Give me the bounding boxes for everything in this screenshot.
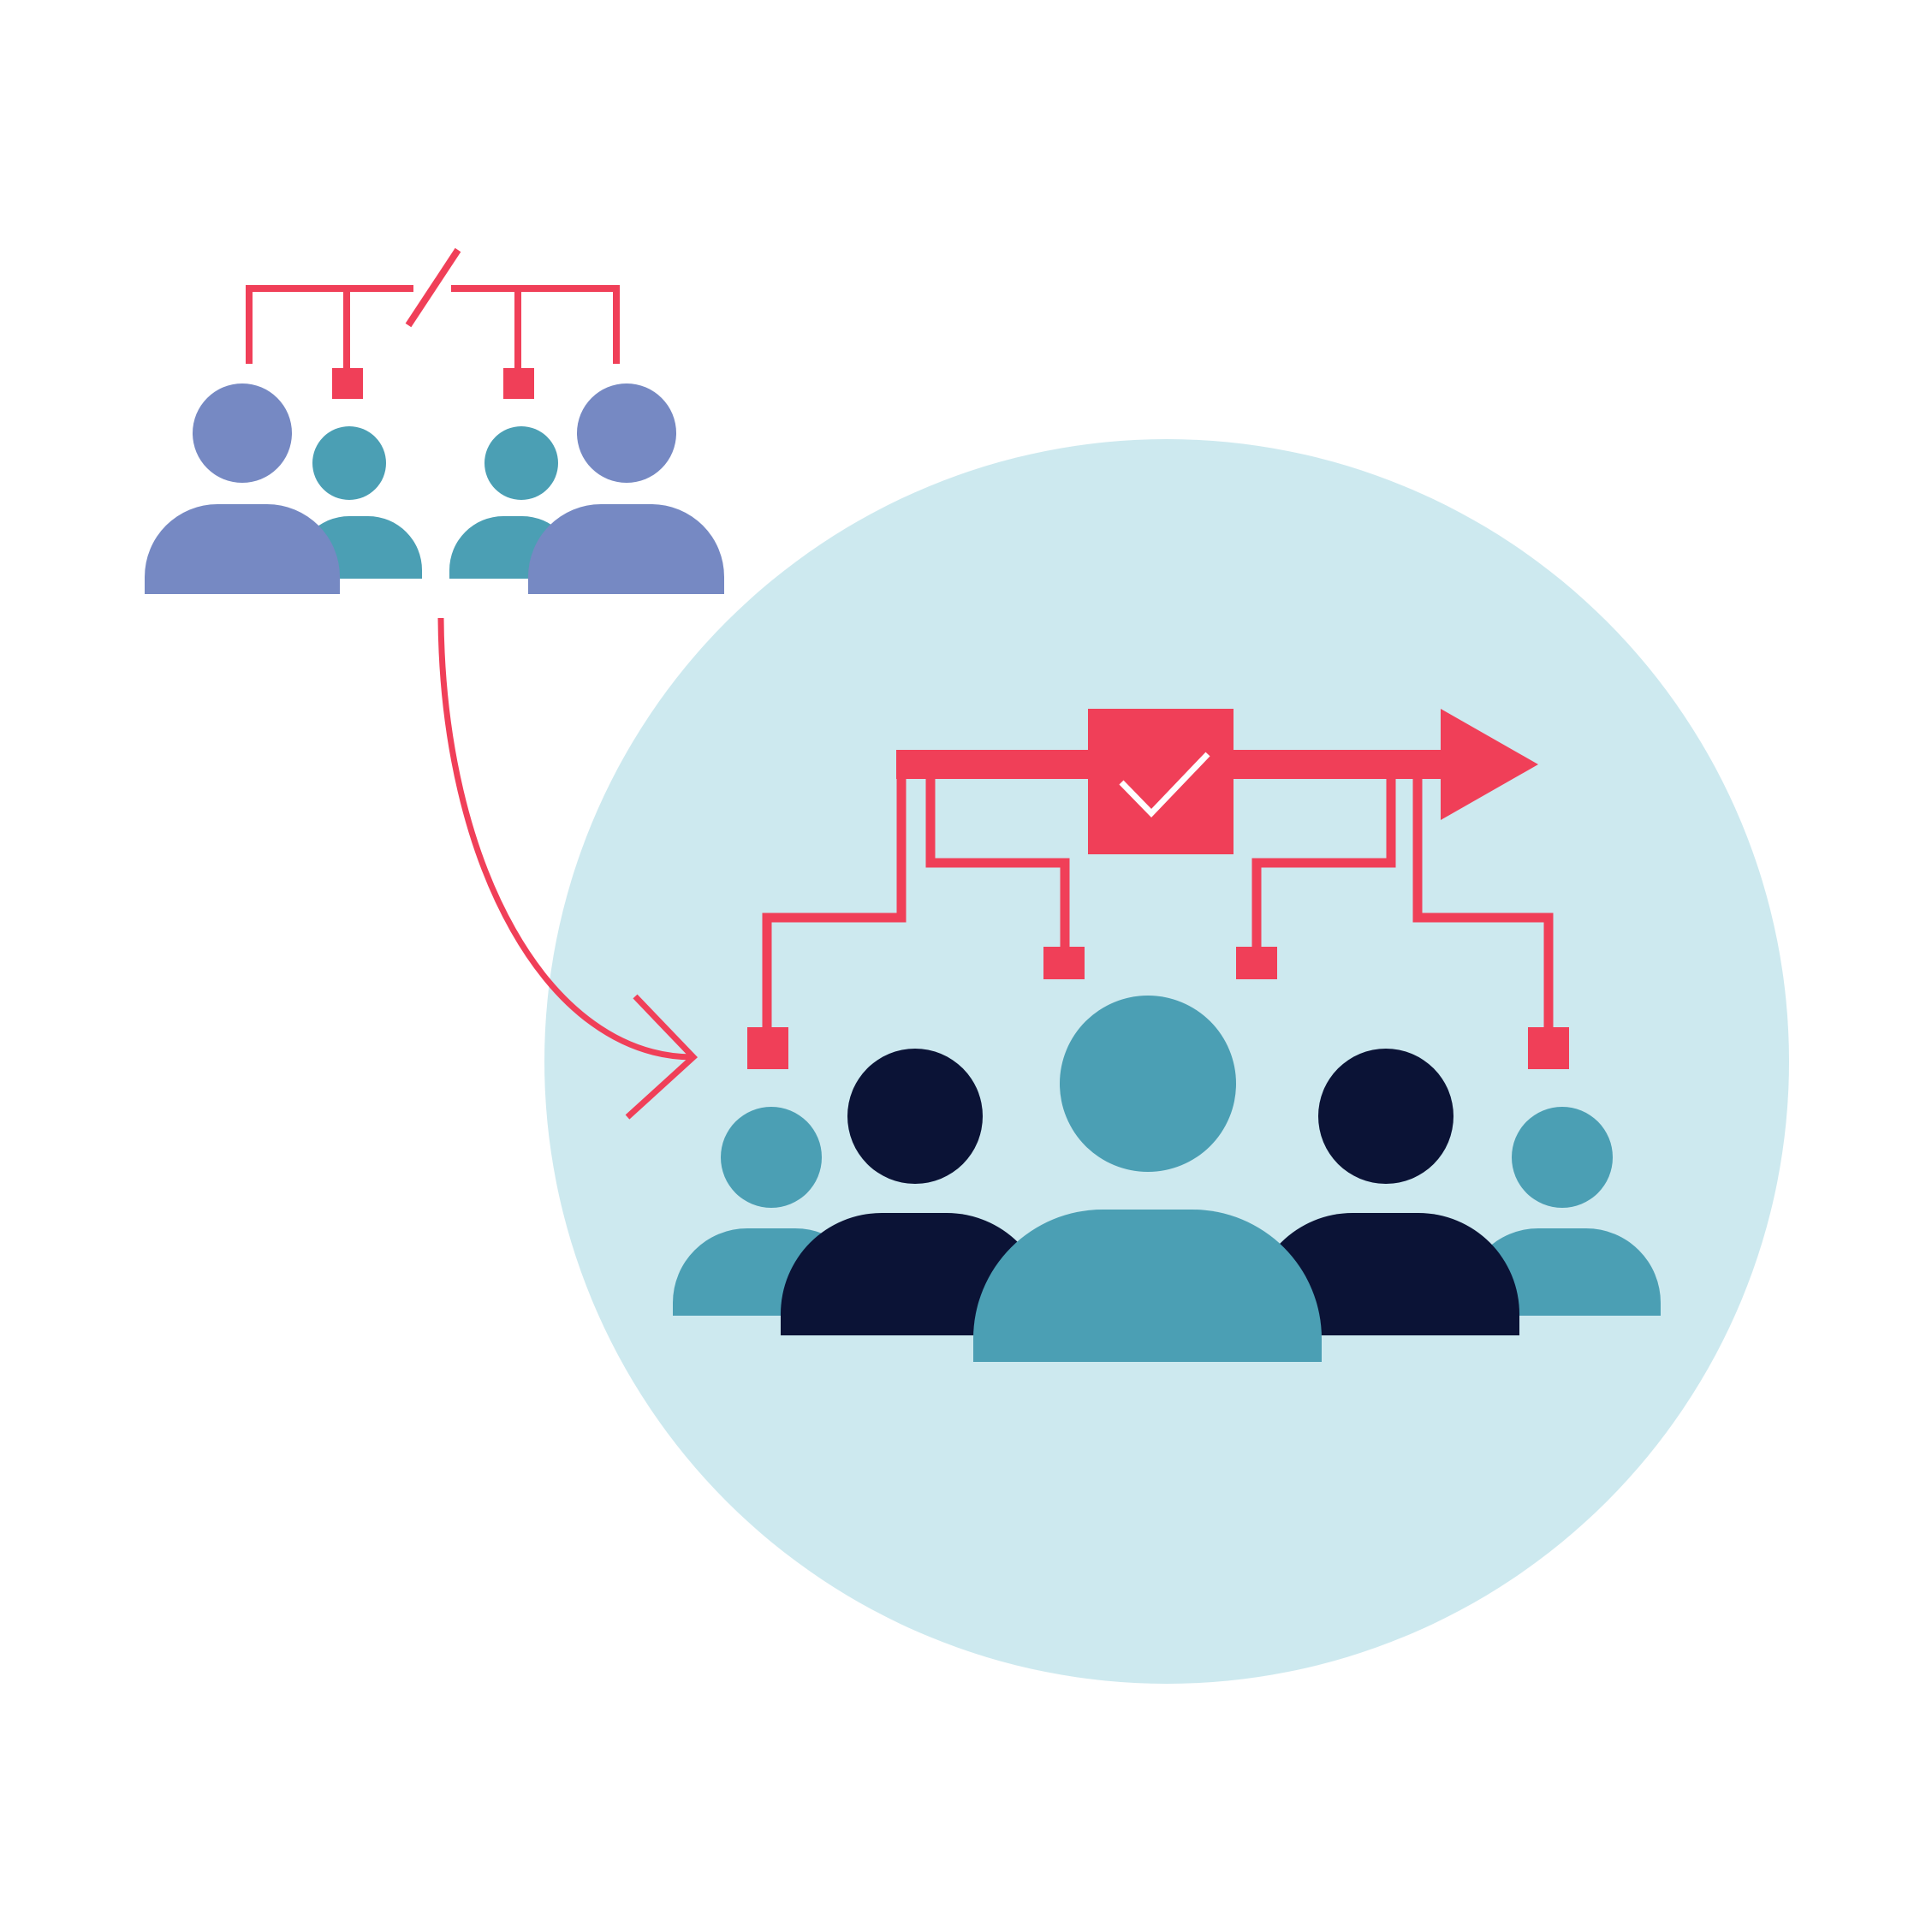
person-large-left [145, 383, 340, 594]
node-far-right [1528, 1027, 1569, 1069]
connector-lines [762, 779, 1554, 1028]
curved-arrow-icon [437, 617, 698, 1120]
checkmark-icon [1088, 709, 1234, 854]
person-large-right [528, 383, 724, 594]
disconnected-team-icon [145, 247, 724, 594]
person-navy-right [1251, 1049, 1519, 1335]
node-inner-right [1236, 947, 1277, 979]
node-far-left [747, 1027, 788, 1069]
org-node-left [332, 368, 363, 399]
node-inner-left [1043, 947, 1085, 979]
connected-team-icon [673, 709, 1661, 1362]
person-teal-center [973, 996, 1322, 1362]
broken-org-chart [246, 285, 620, 368]
broken-link-icon [405, 247, 461, 328]
org-node-right [503, 368, 534, 399]
